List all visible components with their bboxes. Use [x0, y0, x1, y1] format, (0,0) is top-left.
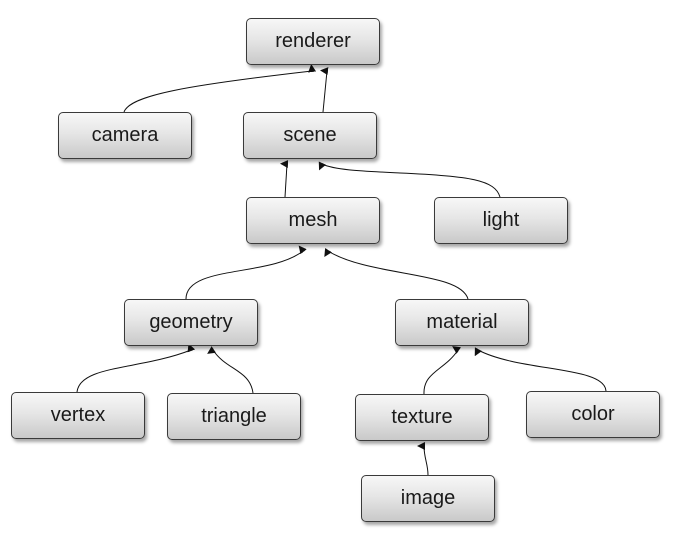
edge-color-material — [474, 347, 607, 392]
node-geometry: geometry — [124, 299, 258, 346]
edge-triangle-geometry — [207, 346, 254, 394]
node-image: image — [361, 475, 495, 522]
node-triangle: triangle — [167, 393, 301, 440]
edge-geometry-mesh — [185, 245, 307, 300]
node-material: material — [395, 299, 529, 346]
node-scene: scene — [243, 112, 377, 159]
edge-vertex-geometry — [76, 343, 196, 393]
edge-texture-material — [423, 346, 462, 395]
node-texture: texture — [355, 394, 489, 441]
node-renderer: renderer — [246, 18, 380, 65]
edge-camera-renderer — [123, 64, 317, 113]
node-camera: camera — [58, 112, 192, 159]
node-mesh: mesh — [246, 197, 380, 244]
edge-light-scene — [318, 161, 501, 198]
edge-image-texture — [417, 441, 429, 476]
node-vertex: vertex — [11, 392, 145, 439]
node-light: light — [434, 197, 568, 244]
edge-mesh-scene — [280, 160, 289, 198]
edge-scene-renderer — [320, 67, 329, 113]
node-color: color — [526, 391, 660, 438]
edge-material-mesh — [324, 248, 469, 300]
